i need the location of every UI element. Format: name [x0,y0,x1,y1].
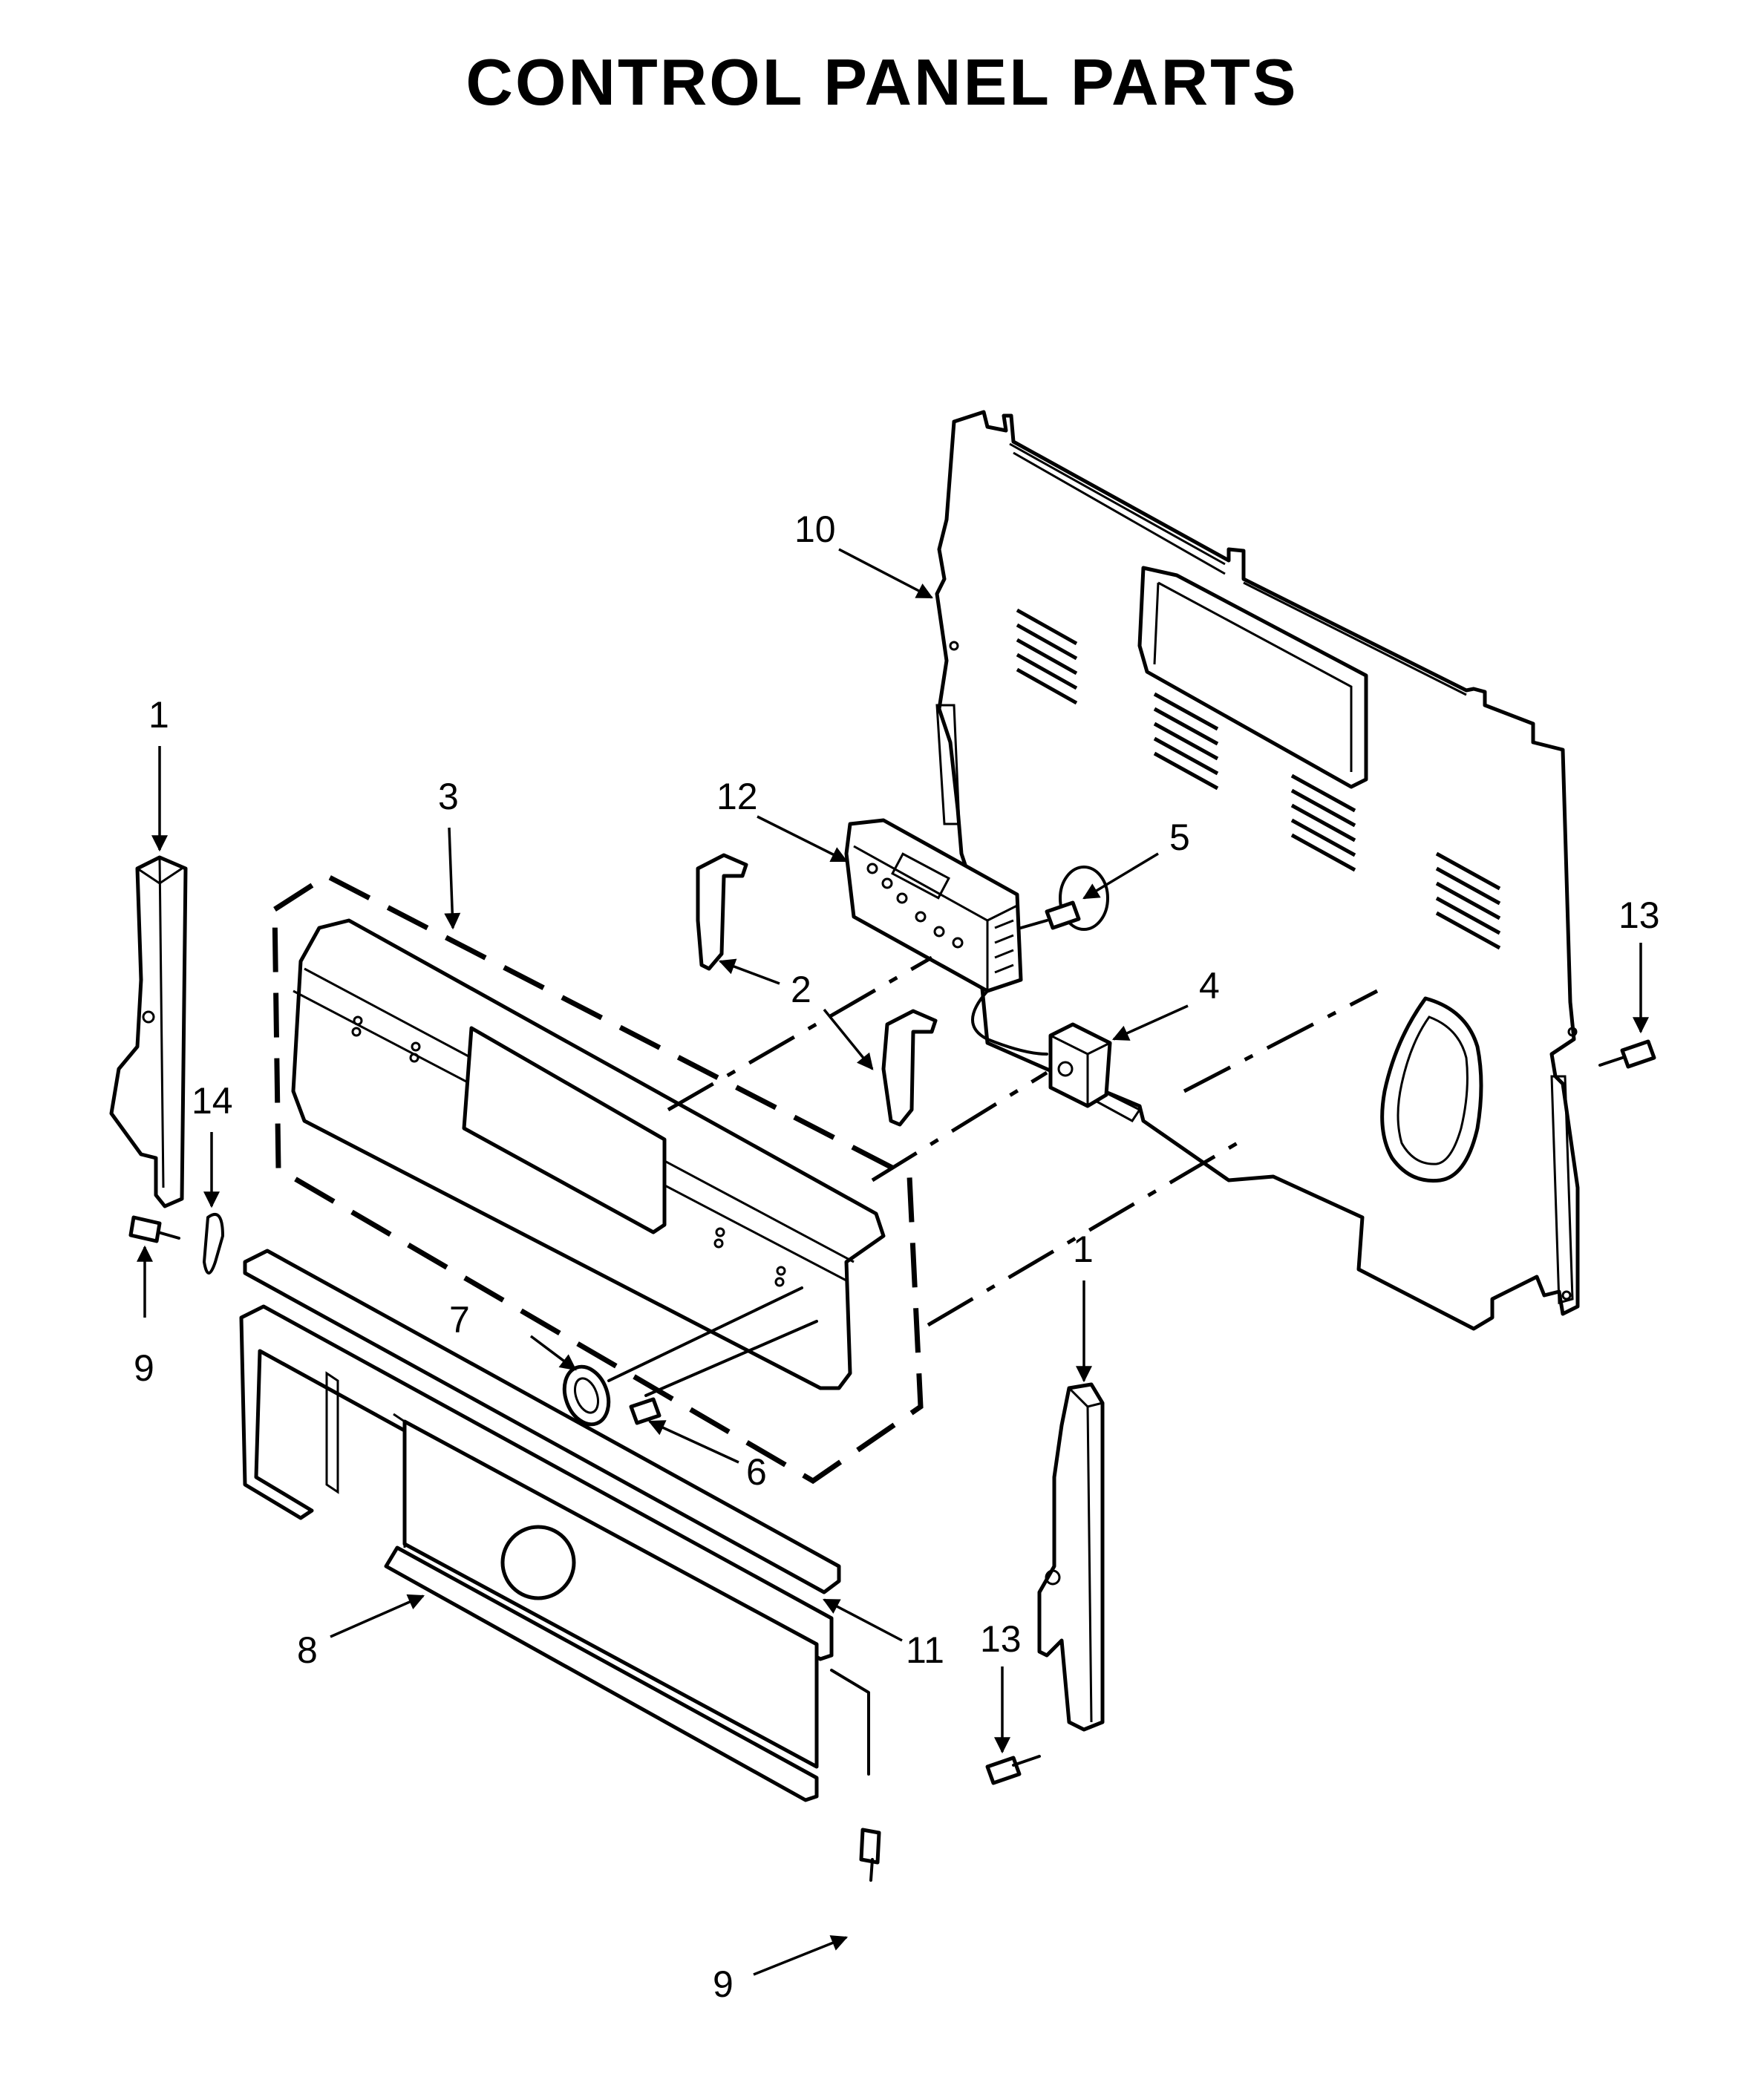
side-bracket-left [109,855,188,1208]
page-title: CONTROL PANEL PARTS [466,45,1298,119]
callout-7: 7 [449,1299,470,1341]
vent-louvers [1016,608,1501,950]
rotary-switch [971,989,1112,1108]
callout-9-left: 9 [134,1347,154,1389]
rear-control-panel [935,410,1580,1331]
callout-11: 11 [906,1629,944,1671]
callout-9-bottom: 9 [713,1963,734,2005]
electronic-control-board [844,818,1023,993]
callout-12: 12 [716,776,758,817]
assembly-lines [607,955,1379,1397]
callout-labels: 1 1 2 3 4 5 6 7 8 9 9 10 11 12 13 13 14 [134,508,1660,2005]
callout-13-bottom: 13 [980,1618,1022,1660]
callout-5: 5 [1169,817,1190,858]
side-bracket-right [1037,1382,1105,1732]
callout-leaders [137,548,1649,1976]
callout-1-right: 1 [1073,1229,1094,1270]
console-assembly [272,872,924,1485]
callout-6: 6 [746,1451,767,1493]
callout-13-right: 13 [1618,894,1660,936]
callout-10: 10 [794,508,836,550]
callout-3: 3 [438,776,459,817]
callout-4: 4 [1199,965,1220,1007]
callout-8: 8 [297,1629,318,1671]
hardware-screws [128,900,1656,1882]
callout-2: 2 [791,969,811,1010]
board-brackets [696,853,938,1127]
callout-1-left: 1 [148,694,169,736]
lower-trim-assembly [239,1249,870,1802]
callout-14: 14 [192,1080,233,1122]
